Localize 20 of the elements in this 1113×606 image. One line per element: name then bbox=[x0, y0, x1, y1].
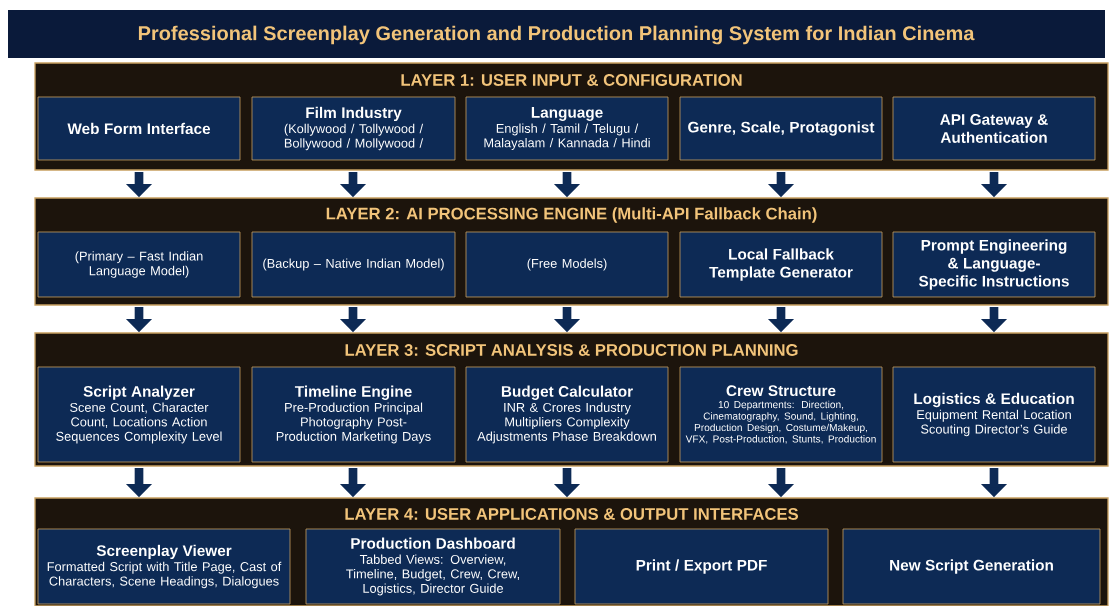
component-box: Genre, Scale, Protagonist bbox=[679, 96, 883, 161]
component-box: Print / Export PDF bbox=[574, 528, 829, 605]
component-box: Production Dashboard Tabbed Views: Overview, Timeline, Budget, Crew, Crew, Logistics, Director Guide bbox=[305, 528, 561, 605]
component-box: New Script Generation bbox=[842, 528, 1101, 605]
component-box: Budget Calculator INR & Crores Industry Multipliers Complexity Adjustments Phase Breakdown bbox=[465, 366, 669, 463]
title-banner: Professional Screenplay Generation and Production Planning System for Indian Cinema bbox=[8, 10, 1105, 58]
component-box: Crew Structure 10 Departments: Direction, Cinematography, Sound, Lighting, Production Design, Costume/Makeup, VFX, Post-Production, Stunts, Production bbox=[679, 366, 883, 463]
component-box: (Primary – Fast Indian Language Model) bbox=[37, 231, 241, 298]
component-box: API Gateway & Authentication bbox=[892, 96, 1096, 161]
component-box: Local Fallback Template Generator bbox=[679, 231, 883, 298]
component-box: Logistics & Education Equipment Rental Location Scouting Director’s Guide bbox=[892, 366, 1096, 463]
component-box: Timeline Engine Pre-Production Principal Photography Post-Production Marketing Days bbox=[251, 366, 456, 463]
component-box: Film Industry (Kollywood / Tollywood / Bollywood / Mollywood / bbox=[251, 96, 456, 161]
component-box: Prompt Engineering & Language-Specific Instructions bbox=[892, 231, 1096, 298]
component-box: (Free Models) bbox=[465, 231, 669, 298]
component-box: Language English / Tamil / Telugu / Malayalam / Kannada / Hindi bbox=[465, 96, 669, 161]
component-box: Web Form Interface bbox=[37, 96, 241, 161]
component-box: Screenplay Viewer Formatted Script with Title Page, Cast of Characters, Scene Headings, Dialogues bbox=[37, 528, 291, 605]
component-box: (Backup – Native Indian Model) bbox=[251, 231, 456, 298]
component-box: Script Analyzer Scene Count, Character Count, Locations Action Sequences Complexity Level bbox=[37, 366, 241, 463]
